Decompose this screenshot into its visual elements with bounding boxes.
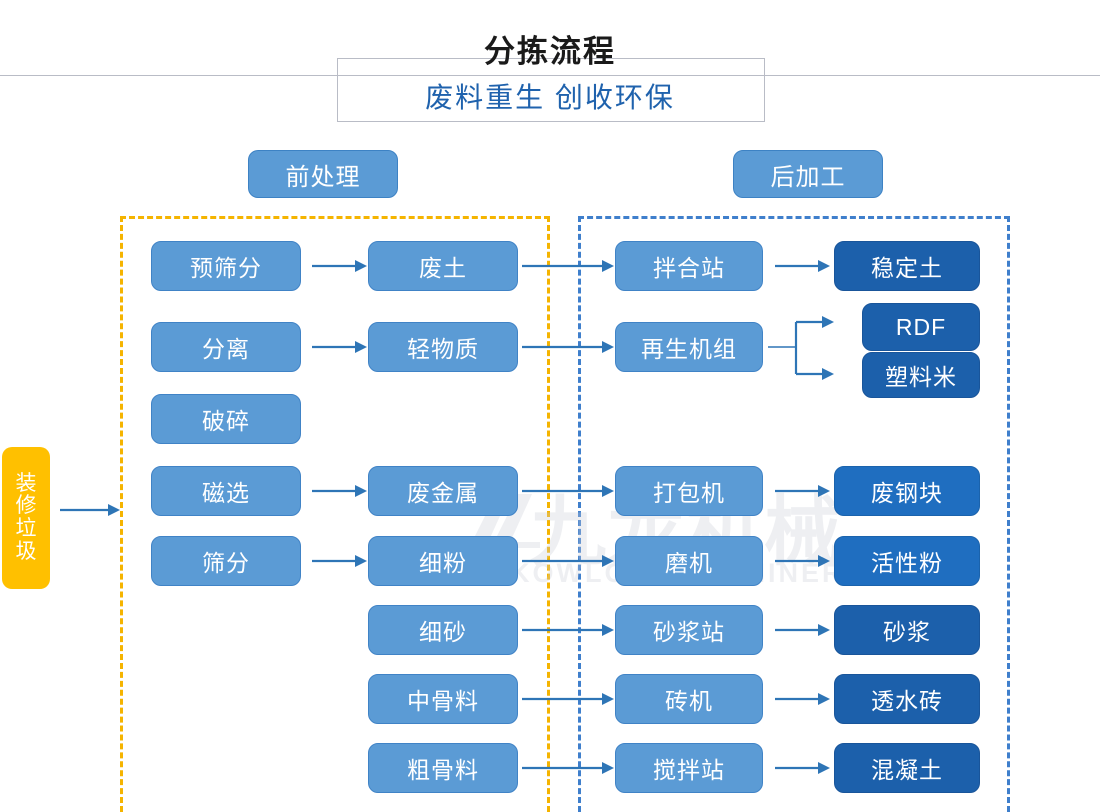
section-header-post-process[interactable]: 后加工 [733, 150, 883, 198]
node-material-7[interactable]: 粗骨料 [368, 743, 518, 793]
node-product-8[interactable]: 混凝土 [834, 743, 980, 793]
node-product-3[interactable]: 塑料米 [862, 352, 980, 398]
title-frame [337, 58, 765, 122]
header-divider-line [0, 75, 1100, 76]
node-product-5[interactable]: 活性粉 [834, 536, 980, 586]
node-material-5[interactable]: 细砂 [368, 605, 518, 655]
node-post-equip-5[interactable]: 砂浆站 [615, 605, 763, 655]
node-post-equip-2[interactable]: 再生机组 [615, 322, 763, 372]
node-product-4[interactable]: 废钢块 [834, 466, 980, 516]
page-subtitle: 废料重生 创收环保 [425, 82, 675, 113]
node-material-4[interactable]: 细粉 [368, 536, 518, 586]
node-pre-5[interactable]: 筛分 [151, 536, 301, 586]
node-material-2[interactable]: 轻物质 [368, 322, 518, 372]
node-material-1[interactable]: 废土 [368, 241, 518, 291]
node-product-6[interactable]: 砂浆 [834, 605, 980, 655]
section-header-pre-process[interactable]: 前处理 [248, 150, 398, 198]
node-product-1[interactable]: 稳定土 [834, 241, 980, 291]
node-pre-2[interactable]: 分离 [151, 322, 301, 372]
node-pre-1[interactable]: 预筛分 [151, 241, 301, 291]
feedstock-box[interactable]: 装修垃圾 [2, 447, 50, 589]
node-post-equip-3[interactable]: 打包机 [615, 466, 763, 516]
node-pre-3[interactable]: 破碎 [151, 394, 301, 444]
node-product-2[interactable]: RDF [862, 303, 980, 351]
feedstock-label: 装修垃圾 [15, 471, 37, 563]
node-post-equip-7[interactable]: 搅拌站 [615, 743, 763, 793]
page-title: 分拣流程 [484, 34, 616, 69]
node-product-7[interactable]: 透水砖 [834, 674, 980, 724]
node-post-equip-1[interactable]: 拌合站 [615, 241, 763, 291]
node-material-3[interactable]: 废金属 [368, 466, 518, 516]
node-post-equip-6[interactable]: 砖机 [615, 674, 763, 724]
zone-pre-process [120, 216, 550, 812]
zone-post-process [578, 216, 1010, 812]
node-post-equip-4[interactable]: 磨机 [615, 536, 763, 586]
node-pre-4[interactable]: 磁选 [151, 466, 301, 516]
arrow-feedstock-to-pre [60, 500, 120, 520]
node-material-6[interactable]: 中骨料 [368, 674, 518, 724]
